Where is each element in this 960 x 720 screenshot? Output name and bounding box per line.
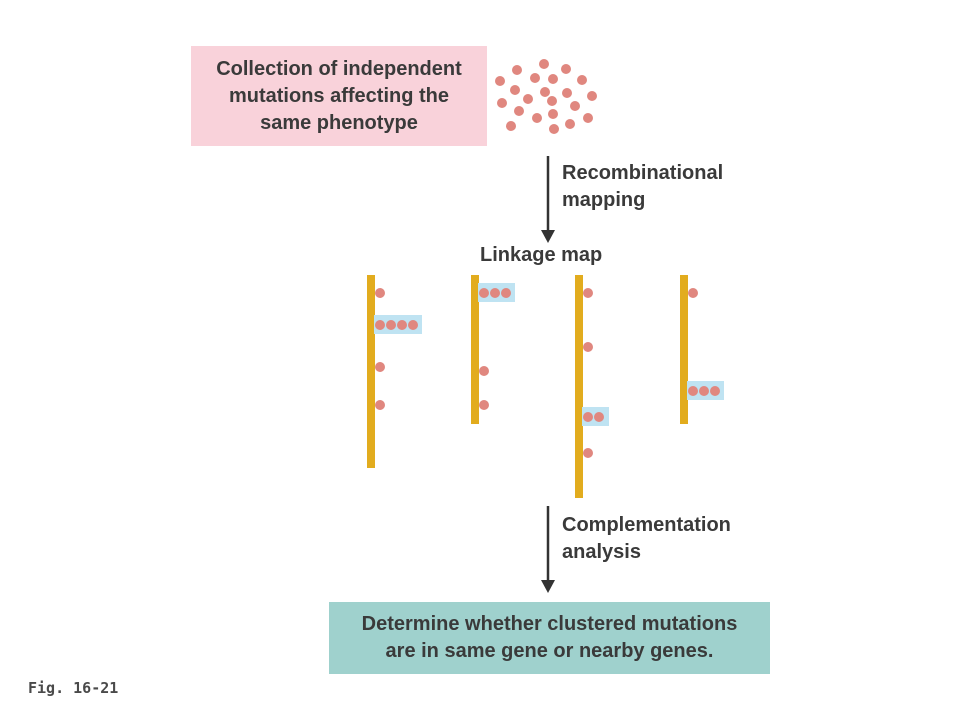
mutation-dot (479, 400, 489, 410)
mutation-collection-text: Collection of independent mutations affe… (216, 57, 462, 134)
mutation-dot (523, 94, 533, 104)
mutation-dot (583, 342, 593, 352)
mutation-dot (688, 386, 698, 396)
mutation-dot (514, 106, 524, 116)
mutation-dot (375, 400, 385, 410)
mutation-dot (490, 288, 500, 298)
linkage-map-title: Linkage map (480, 244, 603, 266)
figure-label: Fig. 16-21 (28, 679, 119, 697)
mutation-dot (594, 412, 604, 422)
recombinational-mapping-label: Recombinational mapping (562, 162, 724, 211)
mutation-dot (710, 386, 720, 396)
mutation-dot (561, 64, 571, 74)
mutation-dot (583, 288, 593, 298)
mutation-dot (688, 288, 698, 298)
mutation-dot (548, 109, 558, 119)
mutation-dot (549, 124, 559, 134)
determination-box: Determine whether clustered mutations ar… (329, 602, 770, 674)
mutation-dot (397, 320, 407, 330)
arrow-recombinational-mapping (541, 156, 555, 243)
mutation-collection-box: Collection of independent mutations affe… (191, 46, 487, 146)
mutation-dot (547, 96, 557, 106)
mutation-dot (539, 59, 549, 69)
mutation-dot (570, 101, 580, 111)
chromosome-bar (680, 275, 688, 424)
mutation-dot (583, 448, 593, 458)
chromosome-1 (367, 275, 422, 468)
determination-text: Determine whether clustered mutations ar… (361, 613, 738, 662)
mutation-dot (501, 288, 511, 298)
complementation-analysis-label: Complementation analysis (562, 514, 731, 563)
mutation-dot (495, 76, 505, 86)
linkage-map (367, 275, 724, 498)
mutation-dot (532, 113, 542, 123)
chromosome-3 (575, 275, 609, 498)
mutation-dot (375, 362, 385, 372)
mutation-dot (562, 88, 572, 98)
mutation-dot (512, 65, 522, 75)
mutation-dot (548, 74, 558, 84)
mutation-dot (479, 366, 489, 376)
mutation-dot (577, 75, 587, 85)
mutation-dot-cloud (495, 59, 597, 134)
arrow-complementation-analysis (541, 506, 555, 593)
mutation-dot (479, 288, 489, 298)
mutation-dot (408, 320, 418, 330)
mutation-dot (565, 119, 575, 129)
chromosome-2 (471, 275, 515, 424)
chromosome-4 (680, 275, 724, 424)
mutation-dot (375, 320, 385, 330)
mutation-dot (506, 121, 516, 131)
mutation-dot (530, 73, 540, 83)
chromosome-bar (471, 275, 479, 424)
mutation-dot (540, 87, 550, 97)
mutation-dot (583, 113, 593, 123)
mutation-dot (699, 386, 709, 396)
mutation-dot (497, 98, 507, 108)
chromosome-bar (367, 275, 375, 468)
chromosome-bar (575, 275, 583, 498)
mutation-dot (375, 288, 385, 298)
mutation-dot (510, 85, 520, 95)
mutation-dot (386, 320, 396, 330)
mutation-dot (587, 91, 597, 101)
mutation-dot (583, 412, 593, 422)
